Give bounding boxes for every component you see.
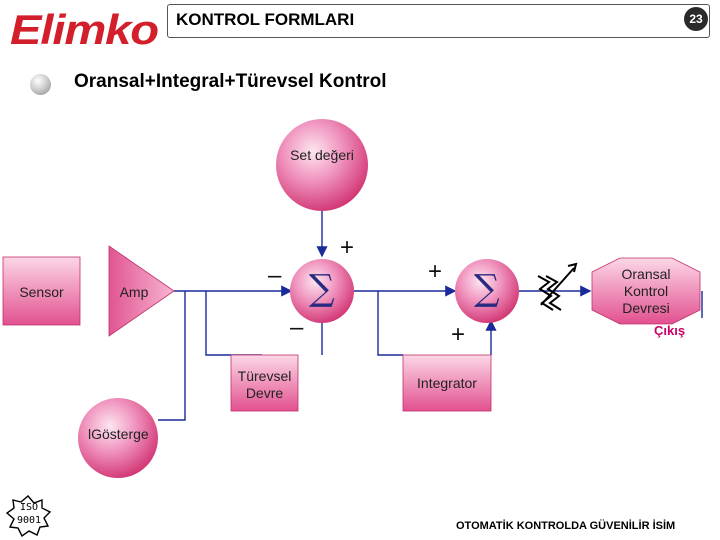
bullet-icon — [30, 74, 51, 95]
iso-badge-text: ISO 9001 — [12, 501, 46, 527]
sum-symbol-2: ∑ — [474, 268, 500, 309]
plus-sign-integrator: + — [451, 321, 466, 348]
sum-symbol-1: ∑ — [309, 268, 335, 309]
page-title: KONTROL FORMLARI — [176, 10, 355, 29]
elimko-logo: Elimko — [10, 8, 159, 50]
derivative-label: Türevsel Devre — [237, 368, 292, 401]
summing-junction-1 — [290, 259, 354, 323]
integrator-block — [402, 354, 492, 412]
setpoint-label: Set değeri — [290, 147, 354, 163]
signal-wires — [158, 210, 703, 421]
svg-text:Elimko: Elimko — [10, 8, 158, 50]
plus-sign-sum-input: + — [428, 258, 443, 285]
minus-sign-derivative: – — [290, 314, 304, 341]
amp-label: Amp — [119, 284, 149, 300]
sensor-label: Sensor — [19, 284, 64, 300]
output-label: Çıkış — [654, 323, 686, 338]
page-number-badge: 23 — [684, 7, 708, 31]
proportional-block — [591, 257, 701, 325]
amp-block — [108, 245, 175, 337]
iso-9001-badge — [5, 495, 52, 538]
indicator-label: lGösterge — [88, 426, 149, 442]
integrator-label: Integrator — [417, 375, 477, 391]
iso-line-2: 9001 — [16, 515, 42, 526]
integrator-feed-wire — [377, 291, 403, 356]
indicator-node — [78, 398, 158, 478]
footer-slogan: OTOMATİK KONTROLDA GÜVENİLİR İSİM — [456, 520, 676, 532]
indicator-wire — [158, 291, 186, 421]
header-bar — [167, 4, 710, 38]
derivative-block — [230, 354, 299, 412]
proportional-label: Oransal Kontrol Devresi — [621, 266, 671, 316]
sensor-block — [2, 256, 81, 326]
summing-junction-2 — [455, 259, 519, 323]
variable-resistor-icon — [537, 262, 578, 311]
section-title: Oransal+Integral+Türevsel Kontrol — [74, 71, 387, 92]
plus-sign-setpoint: + — [340, 234, 355, 261]
derivative-feed-wire — [205, 291, 262, 356]
setpoint-node — [276, 119, 368, 211]
minus-sign-amp: – — [268, 262, 282, 289]
iso-line-1: ISO — [19, 502, 39, 513]
